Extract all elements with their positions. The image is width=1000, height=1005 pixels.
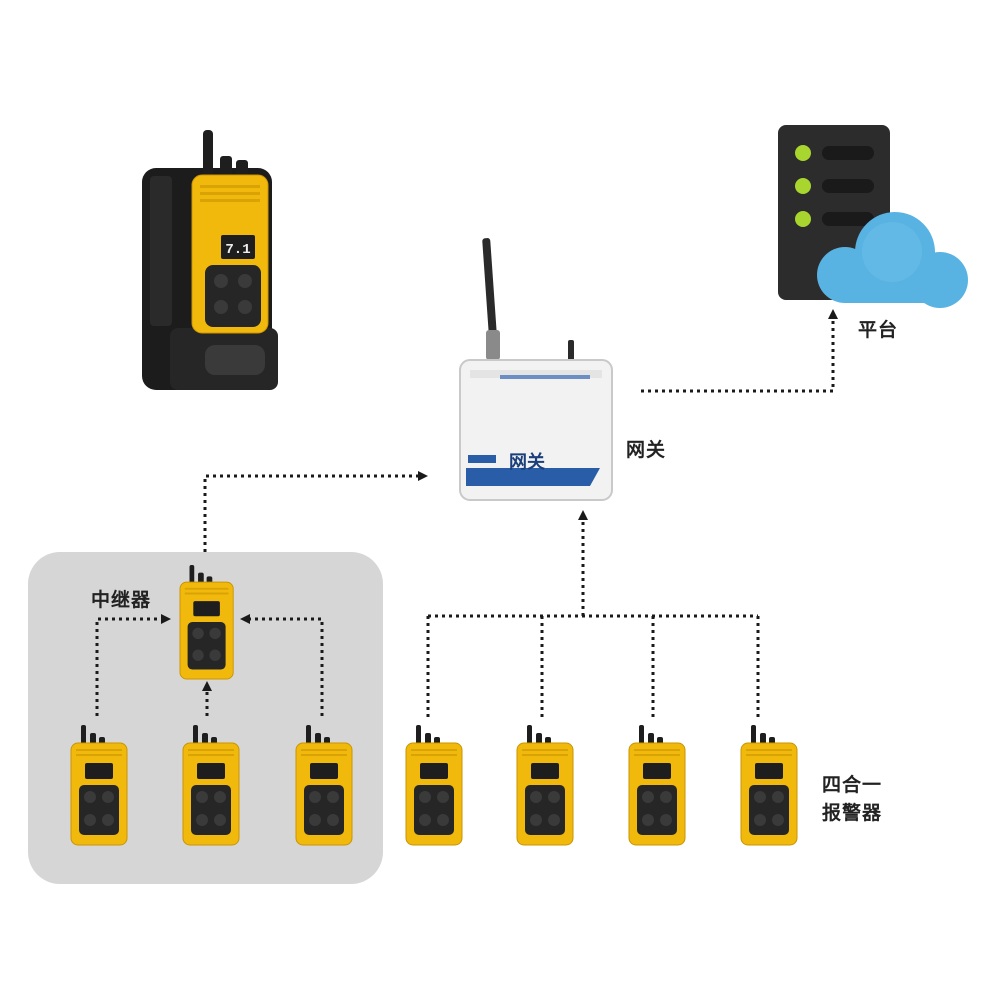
gateway-badge-text: 网关 bbox=[509, 451, 545, 473]
platform-label: 平台 bbox=[858, 319, 899, 341]
gateway-device: 网关 bbox=[459, 238, 613, 501]
connector-lines bbox=[95, 309, 838, 720]
alarm-label-line1: 四合一 bbox=[822, 774, 883, 796]
connector-gateway-platform bbox=[641, 309, 838, 393]
charging-dock-device: 7.1 bbox=[142, 130, 278, 390]
cloud-icon bbox=[817, 212, 968, 308]
alarm-2 bbox=[516, 724, 574, 846]
cluster-alarm-1 bbox=[70, 724, 128, 846]
cluster-alarm-3 bbox=[295, 724, 353, 846]
gateway-label: 网关 bbox=[626, 439, 667, 461]
repeater-label: 中继器 bbox=[91, 589, 152, 611]
alarm-1 bbox=[405, 724, 463, 846]
repeater-device bbox=[179, 564, 234, 680]
connector-repeater-gateway bbox=[203, 471, 428, 552]
alarm-label-line2: 报警器 bbox=[822, 802, 883, 824]
alarm-3 bbox=[628, 724, 686, 846]
alarm-4 bbox=[740, 724, 798, 846]
cluster-alarm-2 bbox=[182, 724, 240, 846]
svg-text:7.1: 7.1 bbox=[225, 242, 250, 258]
connector-cluster-right bbox=[240, 614, 324, 716]
